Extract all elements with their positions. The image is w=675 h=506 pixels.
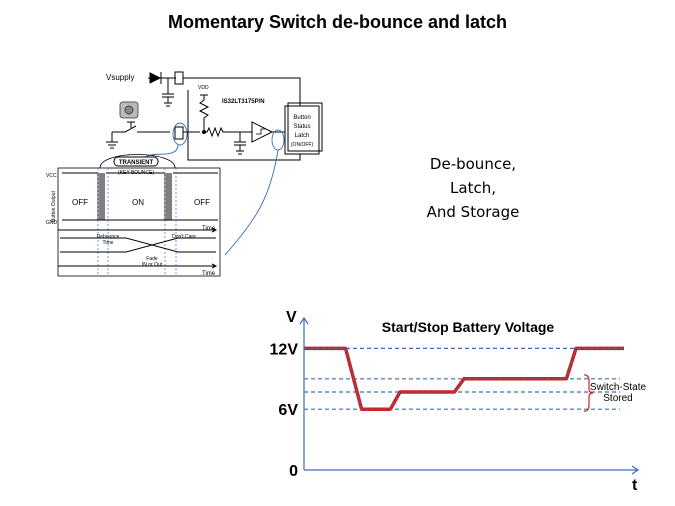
time-label-2: Time xyxy=(202,271,216,277)
caption-text: De-bounce, Latch, And Storage xyxy=(388,152,558,224)
y-axis-arrow xyxy=(299,316,309,325)
debounce-label-2: Time xyxy=(103,240,114,246)
latch-box xyxy=(284,105,320,155)
pullup-resistor-icon xyxy=(198,95,210,132)
state-off-2: OFF xyxy=(194,198,210,207)
latch-line-4: (ON/OFF) xyxy=(291,142,314,148)
state-on: ON xyxy=(132,198,144,207)
y-tick-label-2: 12V xyxy=(270,341,299,358)
latch-line-3: Latch xyxy=(295,133,310,139)
y-tick-label-0: 0 xyxy=(289,463,298,480)
button-output-axis-label: Button Output xyxy=(51,191,57,222)
caption-line-debounce: De-bounce, xyxy=(429,155,517,173)
series-resistor-icon xyxy=(183,126,252,138)
x-axis-arrow xyxy=(631,465,640,475)
timing-frame xyxy=(57,167,221,277)
top-wire xyxy=(183,77,301,106)
caption-line-latch: Latch, xyxy=(450,179,496,197)
key-bounce-label: (KEY BOUNCE) xyxy=(118,170,154,176)
y-tick-label-1: 6V xyxy=(278,402,298,419)
voltage-trace-overlay xyxy=(304,347,624,410)
connector-mid xyxy=(174,126,184,140)
fade-label-2: IN or Out xyxy=(142,262,163,268)
connector-top xyxy=(174,71,184,85)
y-axis-label: V xyxy=(286,309,297,326)
x-axis-label: t xyxy=(632,477,638,494)
switch-icon xyxy=(112,121,170,133)
ground-icon xyxy=(106,132,118,149)
fade-cross xyxy=(60,237,216,253)
state-off-1: OFF xyxy=(72,198,88,207)
latch-line-1: Button xyxy=(293,115,310,121)
filter-capacitor-icon xyxy=(234,132,246,155)
transient-label: TRANSIENT xyxy=(119,160,154,166)
switch-state-brace xyxy=(583,374,594,412)
circuit-schematic xyxy=(106,71,323,161)
vdd-label: VDD xyxy=(198,85,209,91)
diode-icon xyxy=(149,72,162,84)
buffer-icon xyxy=(251,121,274,143)
latch-line-2: Status xyxy=(293,124,310,130)
button-output-wave xyxy=(62,172,218,220)
vcc-label: VCC xyxy=(46,173,57,179)
part-number-label: IS32LT3175P/N xyxy=(222,99,265,105)
voltage-chart: 0 6V 12V Vt Start/Stop Battery VoltageSwitch… xyxy=(270,309,647,494)
chart-title: Start/Stop Battery Voltage xyxy=(382,319,555,335)
debounce-label-1: Debounce xyxy=(97,234,120,240)
timing-diagram xyxy=(57,154,221,277)
time-label-1: Time xyxy=(202,226,216,232)
switch-state-label-2: Stored xyxy=(603,393,632,404)
fade-label-1: Fade xyxy=(146,256,158,262)
leader-lines xyxy=(144,122,285,256)
dont-care-label: Don't Care xyxy=(172,234,196,240)
caption-line-storage: And Storage xyxy=(426,203,520,221)
vsupply-label: Vsupply xyxy=(106,73,134,82)
gnd-label: GND xyxy=(46,220,58,226)
page-title: Momentary Switch de-bounce and latch xyxy=(167,12,508,32)
capacitor-icon xyxy=(162,78,174,107)
switch-state-label-1: Switch-State xyxy=(590,382,647,393)
